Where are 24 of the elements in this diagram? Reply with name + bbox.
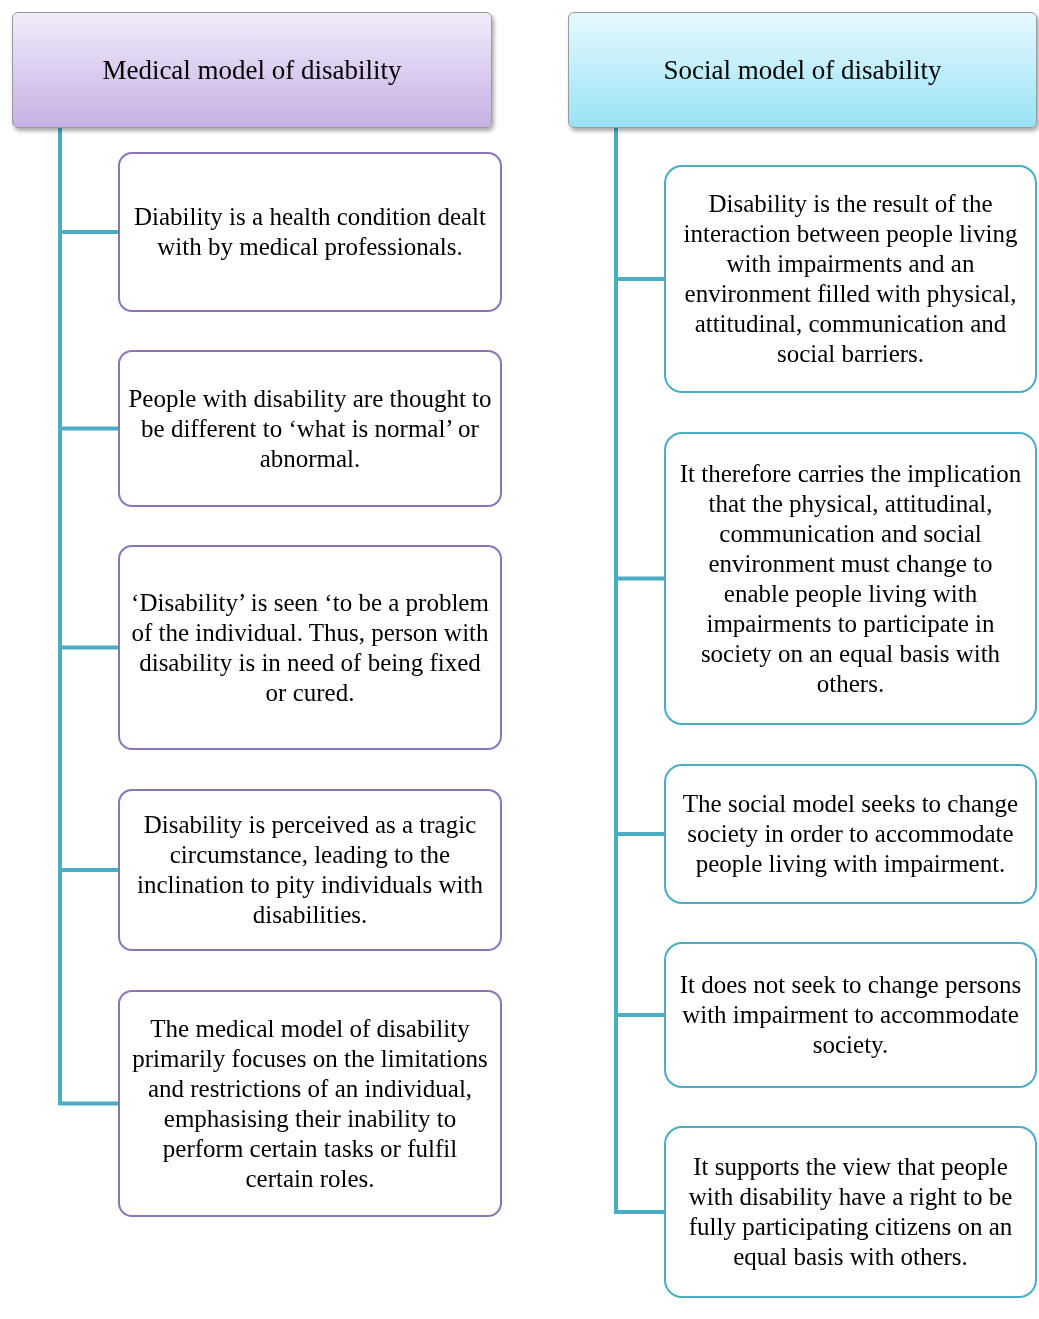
statement-text: Disability is perceived as a tragic circumstance, leading to the inclination to pity individuals with disabilities. (136, 810, 484, 930)
text-box (664, 432, 1037, 725)
header-box (12, 12, 492, 128)
statement-text: It therefore carries the implication that the physical, attitudinal, communication and social environment must change to enable people living with impairments to participate in society on an equal basis with others. (678, 458, 1023, 699)
text-box (664, 764, 1037, 904)
text-box (664, 942, 1037, 1088)
text-box (664, 1126, 1037, 1298)
statement-text: People with disability are thought to be different to ‘what is normal’ or abnormal. (128, 383, 492, 474)
text-box (118, 152, 502, 312)
text-box (118, 990, 502, 1217)
statement-text: The medical model of disability primarily focuses on the limitations and restrictions of an individual, emphasising their inability to perform certain tasks or fulfil certain roles. (131, 1013, 489, 1194)
text-box (664, 165, 1037, 393)
text-box (118, 789, 502, 951)
text-box (118, 350, 502, 507)
statement-text: Diability is a health condition dealt with by medical professionals. (133, 202, 487, 262)
statement-text: It supports the view that people with disability have a right to be fully participating citizens on an equal basis with others. (687, 1152, 1014, 1272)
heading-text: Medical model of disability (102, 53, 402, 87)
text-box (118, 545, 502, 750)
heading-text: Social model of disability (663, 53, 942, 87)
statement-text: The social model seeks to change society in order to accommodate people living with impairment. (681, 789, 1020, 879)
statement-text: ‘Disability’ is seen ‘to be a problem of the individual. Thus, person with disability is in need of being fixed or cured. (130, 587, 490, 708)
statement-text: It does not seek to change persons with impairment to accommodate society. (678, 970, 1023, 1060)
header-box (568, 12, 1037, 128)
statement-text: Disability is the result of the interaction between people living with impairments and an environment filled with physical, attitudinal, communication and social barriers. (682, 189, 1019, 369)
